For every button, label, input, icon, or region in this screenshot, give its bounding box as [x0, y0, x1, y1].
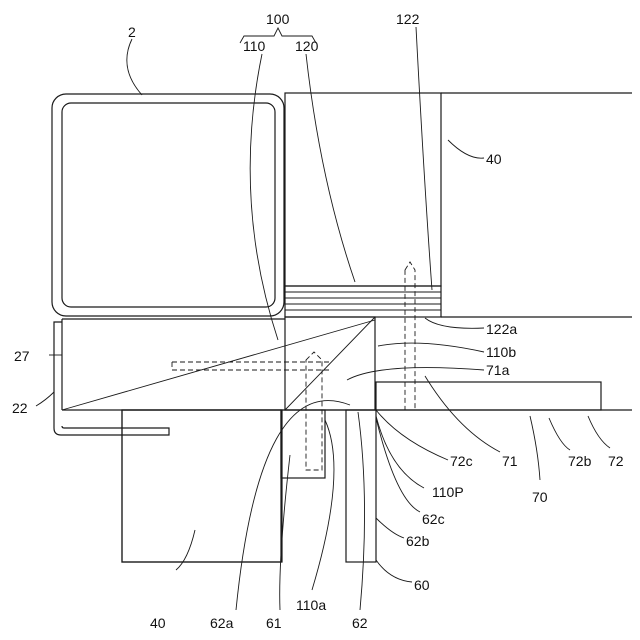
label-40-bottom: 40 — [150, 615, 166, 631]
label-62a: 62a — [210, 615, 234, 631]
lower-block-40 — [62, 410, 632, 562]
label-110a: 110a — [296, 597, 326, 613]
reference-labels: 100 110 120 122 2 40 122a 110b 27 71a 22… — [12, 11, 624, 631]
dotted-strip-62 — [346, 410, 376, 562]
layer-member-122 — [285, 286, 632, 317]
label-110: 110 — [243, 38, 266, 54]
label-72c: 72c — [450, 453, 473, 469]
label-122: 122 — [396, 11, 420, 27]
dotted-strip-72 — [376, 382, 601, 410]
hidden-fastener-lines — [172, 262, 415, 470]
label-70: 70 — [532, 489, 548, 505]
label-22: 22 — [12, 400, 28, 416]
label-62b: 62b — [406, 533, 430, 549]
label-110b: 110b — [486, 344, 516, 360]
label-71a: 71a — [486, 362, 510, 378]
label-72b: 72b — [568, 453, 592, 469]
label-100: 100 — [266, 11, 290, 27]
label-61: 61 — [266, 615, 282, 631]
label-60: 60 — [414, 577, 430, 593]
label-72: 72 — [608, 453, 624, 469]
upper-block-40 — [285, 93, 632, 286]
label-62c: 62c — [422, 511, 445, 527]
tube-member-2 — [52, 94, 284, 316]
member-27 — [62, 319, 375, 410]
fastener-block-110 — [281, 317, 375, 478]
label-40-top: 40 — [486, 151, 502, 167]
label-27: 27 — [14, 348, 30, 364]
label-120: 120 — [295, 38, 319, 54]
label-62: 62 — [352, 615, 368, 631]
label-122a: 122a — [486, 321, 517, 337]
label-110P: 110P — [432, 484, 464, 500]
label-2: 2 — [128, 24, 136, 40]
label-71: 71 — [502, 453, 518, 469]
bracket-22 — [54, 322, 169, 435]
